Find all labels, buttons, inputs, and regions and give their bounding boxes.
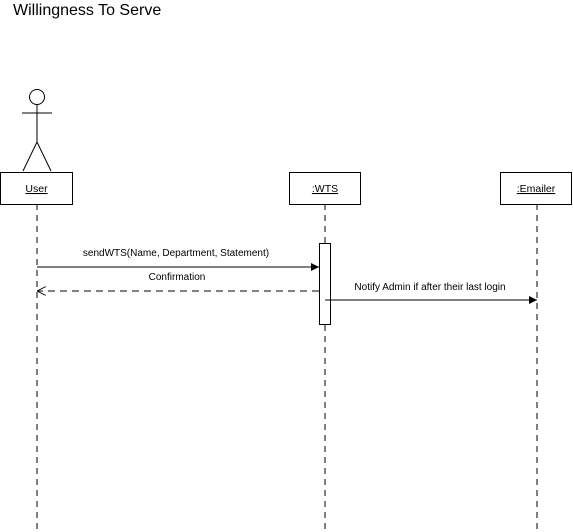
emailer-participant-label: :Emailer (517, 183, 556, 195)
confirmation-label: Confirmation (149, 272, 206, 283)
user-actor-icon (22, 89, 52, 172)
message-sendwts[interactable]: sendWTS(Name, Department, Statement) (37, 248, 319, 271)
user-participant-label: User (25, 183, 48, 195)
wts-activation-bar (319, 243, 331, 325)
message-confirmation[interactable]: Confirmation (37, 272, 319, 291)
sendwts-label: sendWTS(Name, Department, Statement) (83, 248, 269, 259)
notify-admin-label: Notify Admin if after their last login (354, 282, 505, 293)
wts-participant-box[interactable]: :WTS (289, 172, 361, 205)
diagram-title: Willingness To Serve (13, 2, 162, 19)
message-notify-admin[interactable]: Notify Admin if after their last login (325, 282, 537, 304)
emailer-participant-box[interactable]: :Emailer (500, 172, 572, 205)
user-participant-box[interactable]: User (0, 172, 73, 205)
wts-participant-label: :WTS (312, 183, 338, 195)
